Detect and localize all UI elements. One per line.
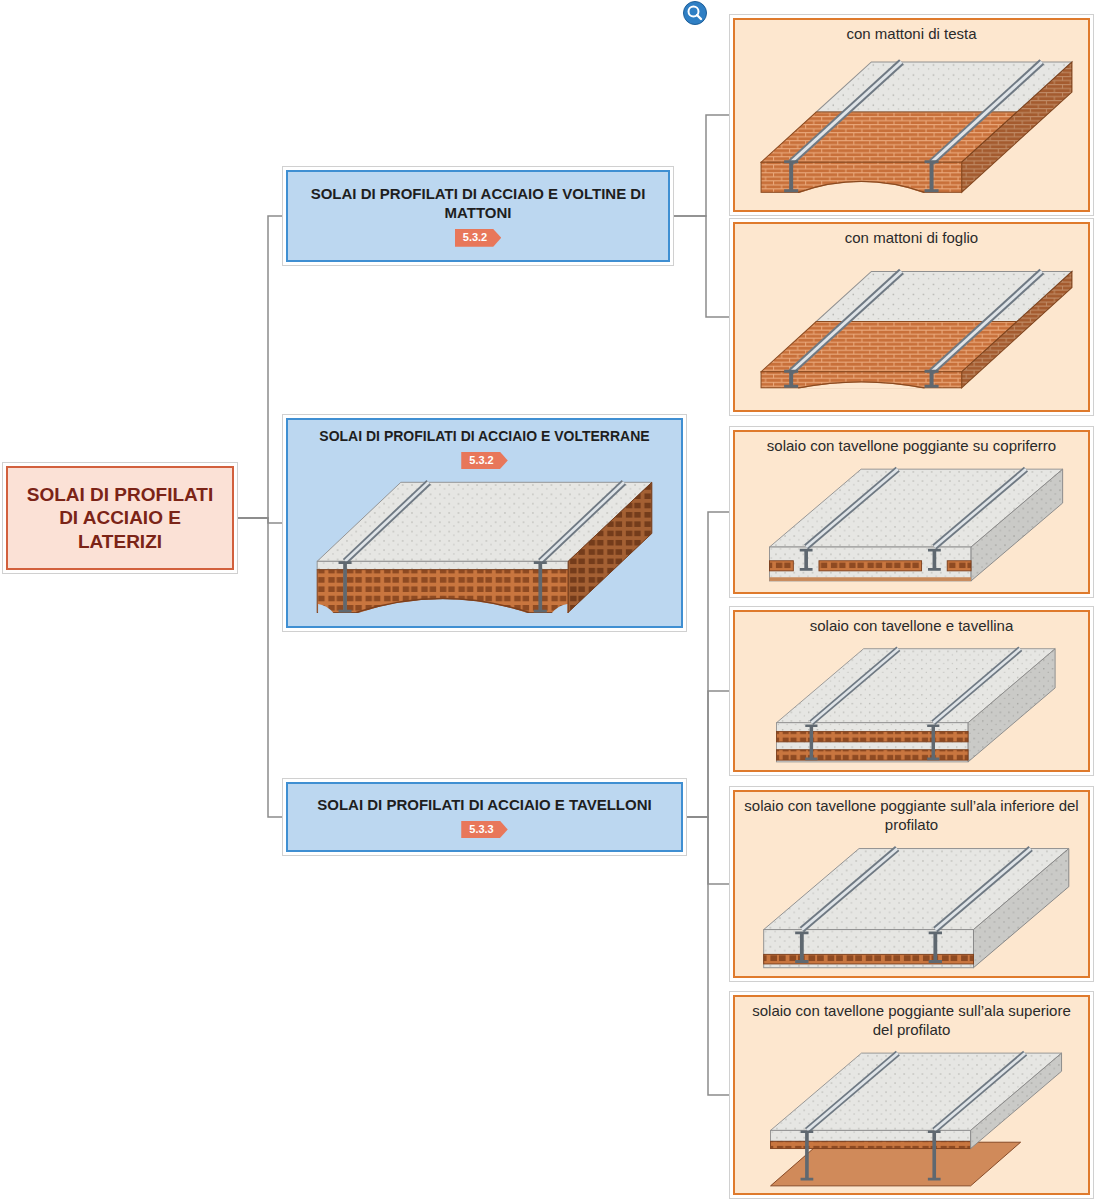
type-label: con mattoni di foglio [845, 229, 978, 248]
slab-illustration [741, 460, 1082, 588]
category-box: SOLAI DI PROFILATI DI ACCIAIO E TAVELLON… [286, 782, 683, 852]
category-box: SOLAI DI PROFILATI DI ACCIAIO E VOLTINE … [286, 170, 670, 262]
section-tag: 5.3.2 [455, 229, 501, 247]
type-label: solaio con tavellone poggiante sull’ala … [743, 1002, 1080, 1040]
box-title: SOLAI DI PROFILATI DI ACCIAIO E TAVELLON… [317, 796, 651, 815]
type-box: solaio con tavellone poggiante sull’ala … [733, 995, 1090, 1195]
box-title: SOLAI DI PROFILATI DI ACCIAIO E LATERIZI [18, 483, 222, 553]
root-box: SOLAI DI PROFILATI DI ACCIAIO E LATERIZI [6, 466, 234, 570]
type-box: solaio con tavellone poggiante su coprif… [733, 430, 1090, 594]
section-tag: 5.3.2 [461, 452, 507, 470]
connector-line [683, 512, 733, 817]
connector-line [683, 817, 733, 1095]
slab-illustration [294, 473, 675, 622]
connector-line [683, 691, 733, 817]
zoom-icon [682, 0, 708, 26]
category-box: SOLAI DI PROFILATI DI ACCIAIO E VOLTERRA… [286, 418, 683, 628]
type-label: con mattoni di testa [846, 25, 976, 44]
slab-illustration [741, 1044, 1082, 1190]
type-box: con mattoni di testa [733, 18, 1090, 212]
connector-line [670, 115, 733, 216]
slab-illustration [741, 252, 1082, 406]
type-label: solaio con tavellone poggiante su coprif… [767, 437, 1056, 456]
type-label: solaio con tavellone poggiante sull’ala … [743, 797, 1080, 835]
section-tag: 5.3.3 [461, 821, 507, 839]
box-title: SOLAI DI PROFILATI DI ACCIAIO E VOLTERRA… [319, 428, 649, 446]
type-box: solaio con tavellone e tavellina [733, 610, 1090, 772]
connector-line [234, 216, 286, 518]
connector-line [234, 518, 286, 817]
box-title: SOLAI DI PROFILATI DI ACCIAIO E VOLTINE … [298, 185, 658, 223]
slab-illustration [741, 640, 1082, 766]
slab-illustration [741, 839, 1082, 973]
type-box: con mattoni di foglio [733, 222, 1090, 412]
type-box: solaio con tavellone poggiante sull’ala … [733, 790, 1090, 978]
slab-illustration [741, 48, 1082, 206]
type-label: solaio con tavellone e tavellina [810, 617, 1013, 636]
connector-line [670, 216, 733, 317]
